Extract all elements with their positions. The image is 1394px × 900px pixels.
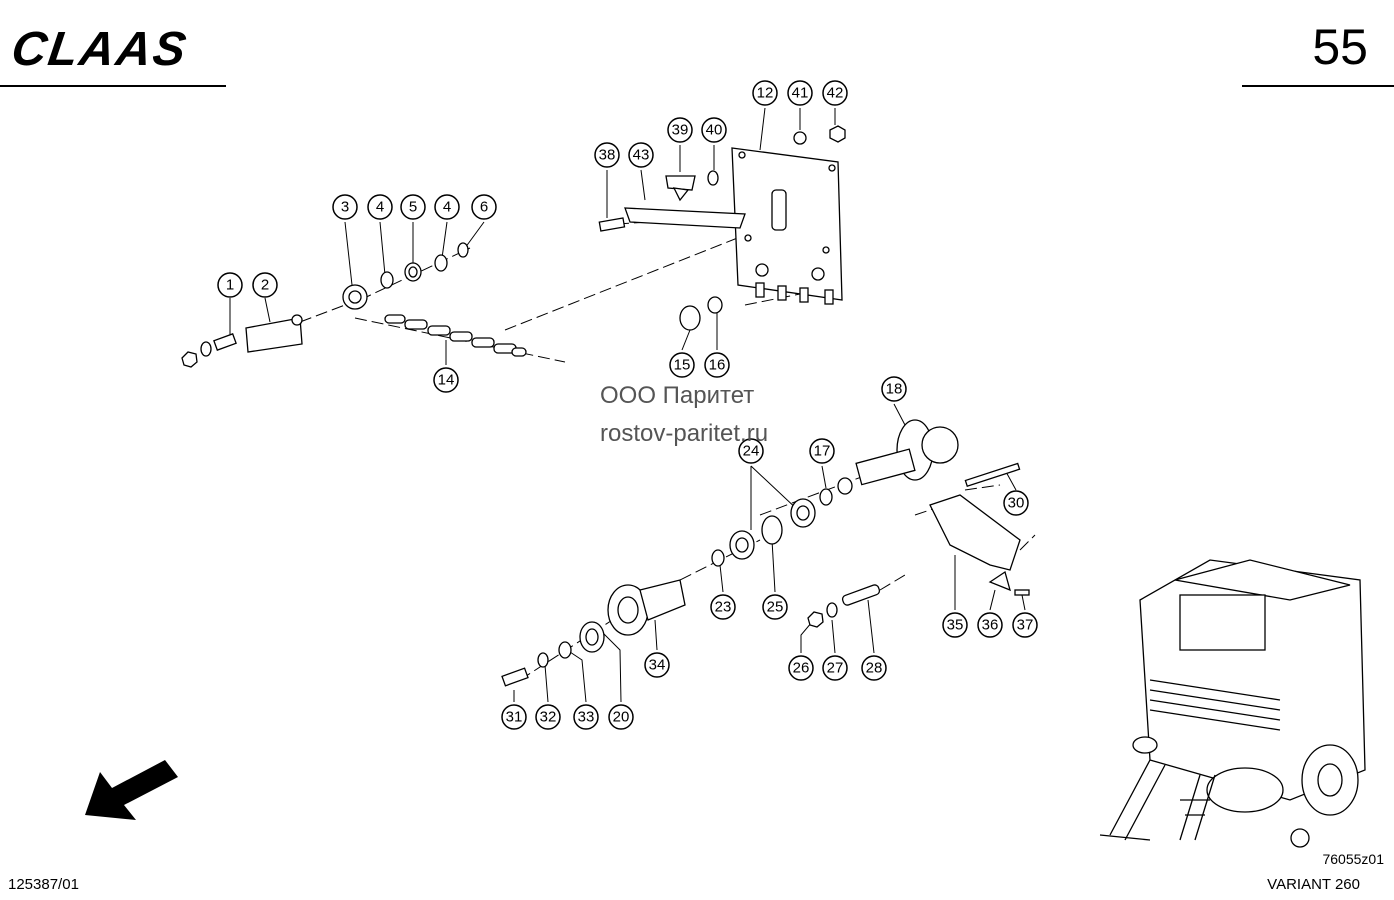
svg-text:4: 4: [376, 199, 384, 216]
callout-1: 1: [217, 272, 243, 298]
svg-text:35: 35: [947, 617, 964, 634]
svg-text:20: 20: [613, 709, 630, 726]
svg-text:37: 37: [1017, 617, 1034, 634]
callout-42: 42: [822, 80, 848, 106]
svg-text:17: 17: [814, 443, 831, 460]
svg-text:38: 38: [599, 147, 616, 164]
svg-text:24: 24: [743, 443, 760, 460]
bolt-part: [501, 667, 529, 687]
callouts: 1 2 3 4 5 4 6 12 14 15 16 17 18 20 23 24…: [217, 80, 1038, 730]
chain-part: [384, 314, 527, 357]
callout-26: 26: [788, 655, 814, 681]
callout-12: 12: [752, 80, 778, 106]
svg-text:6: 6: [480, 199, 488, 216]
callout-16: 16: [704, 352, 730, 378]
svg-text:36: 36: [982, 617, 999, 634]
callout-14: 14: [433, 367, 459, 393]
svg-text:31: 31: [506, 709, 523, 726]
callout-23: 23: [710, 594, 736, 620]
header-rule-left: [0, 85, 226, 87]
hub-part: [607, 579, 686, 636]
svg-text:32: 32: [540, 709, 557, 726]
document-number: 125387/01: [8, 876, 79, 893]
callout-31: 31: [501, 704, 527, 730]
callout-25: 25: [762, 594, 788, 620]
svg-text:1: 1: [226, 277, 234, 294]
svg-text:33: 33: [578, 709, 595, 726]
nut-part: [181, 351, 198, 368]
callout-28: 28: [861, 655, 887, 681]
plate-part: [245, 317, 303, 353]
svg-text:43: 43: [633, 147, 650, 164]
callout-35: 35: [942, 612, 968, 638]
spring-part: [841, 584, 881, 606]
parts: [181, 125, 1030, 687]
svg-text:40: 40: [706, 122, 723, 139]
callout-32: 32: [535, 704, 561, 730]
callout-18: 18: [881, 376, 907, 402]
leader-lines: [229, 107, 1026, 703]
callout-17: 17: [809, 438, 835, 464]
callout-38: 38: [594, 142, 620, 168]
svg-text:15: 15: [674, 357, 691, 374]
svg-text:12: 12: [757, 85, 774, 102]
svg-text:34: 34: [649, 657, 666, 674]
callout-2: 2: [252, 272, 278, 298]
callout-24: 24: [738, 438, 764, 464]
callout-41: 41: [787, 80, 813, 106]
page-number: 55: [1312, 19, 1368, 75]
callout-37: 37: [1012, 612, 1038, 638]
callout-6: 6: [471, 194, 497, 220]
callout-3: 3: [332, 194, 358, 220]
svg-text:28: 28: [866, 660, 883, 677]
svg-text:39: 39: [672, 122, 689, 139]
watermark-company: ООО Паритет: [600, 382, 755, 409]
bolt-part: [598, 217, 626, 232]
callout-15: 15: [669, 352, 695, 378]
callout-40: 40: [701, 117, 727, 143]
callout-4b: 4: [434, 194, 460, 220]
svg-text:30: 30: [1008, 495, 1025, 512]
model-name: VARIANT 260: [1267, 876, 1360, 893]
svg-text:25: 25: [767, 599, 784, 616]
callout-36: 36: [977, 612, 1003, 638]
callout-30: 30: [1003, 490, 1029, 516]
header-rule-right: [1242, 85, 1394, 87]
svg-text:42: 42: [827, 85, 844, 102]
callout-5: 5: [400, 194, 426, 220]
washer-part: [200, 341, 212, 357]
bracket-part: [929, 494, 1021, 571]
baler-machine-icon: [1099, 559, 1366, 848]
svg-text:2: 2: [261, 277, 269, 294]
watermark-url: rostov-paritet.ru: [600, 420, 769, 447]
callout-27: 27: [822, 655, 848, 681]
callout-43: 43: [628, 142, 654, 168]
svg-text:23: 23: [715, 599, 732, 616]
svg-text:5: 5: [409, 199, 417, 216]
svg-text:26: 26: [793, 660, 810, 677]
svg-text:4: 4: [443, 199, 451, 216]
svg-text:16: 16: [709, 357, 726, 374]
callout-34: 34: [644, 652, 670, 678]
callout-33: 33: [573, 704, 599, 730]
direction-arrow-icon: [85, 760, 178, 820]
callout-39: 39: [667, 117, 693, 143]
svg-text:14: 14: [438, 372, 455, 389]
svg-text:27: 27: [827, 660, 844, 677]
mounting-plate-part: [731, 147, 843, 305]
svg-text:41: 41: [792, 85, 809, 102]
callout-20: 20: [608, 704, 634, 730]
svg-text:18: 18: [886, 381, 903, 398]
shaft-part: [855, 419, 959, 486]
drawing-number: 76055z01: [1322, 851, 1384, 867]
long-bolt-part: [964, 462, 1021, 488]
bolt-part: [213, 333, 237, 351]
svg-text:3: 3: [341, 199, 349, 216]
callout-4a: 4: [367, 194, 393, 220]
